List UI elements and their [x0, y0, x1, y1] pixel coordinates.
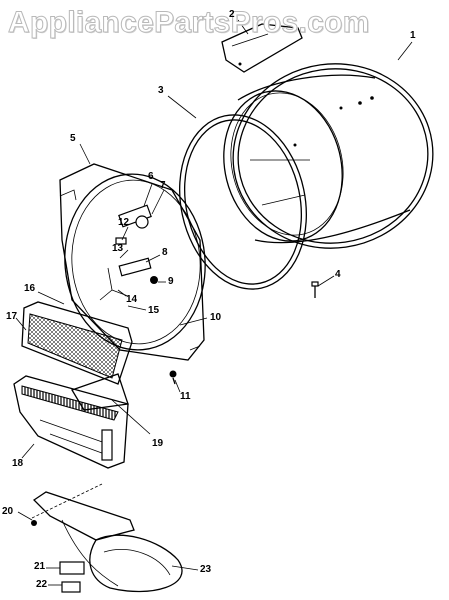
callout-11: 11 [180, 391, 191, 402]
callout-2: 2 [229, 9, 235, 20]
exhaust-duct-part [32, 491, 183, 593]
callout-7: 7 [160, 180, 166, 191]
callout-4: 4 [335, 269, 341, 280]
callout-16: 16 [24, 283, 36, 294]
callout-6: 6 [148, 171, 154, 182]
callout-20: 20 [2, 506, 14, 517]
fastener-part [169, 370, 177, 385]
screw-20-part [31, 520, 37, 526]
callout-12: 12 [118, 217, 130, 228]
drum-part [223, 63, 434, 249]
callout-8: 8 [162, 247, 168, 258]
callout-17: 17 [6, 311, 18, 322]
lint-duct-part [13, 375, 129, 469]
baffle-part [221, 23, 303, 73]
callout-5: 5 [70, 133, 76, 144]
callout-3: 3 [158, 85, 164, 96]
callout-18: 18 [12, 458, 24, 469]
callout-19: 19 [152, 438, 164, 449]
lint-grille-part [21, 301, 133, 385]
front-bulkhead-part [59, 163, 206, 361]
callout-15: 15 [148, 305, 160, 316]
drum-seal-part [179, 114, 307, 290]
leader-lines [15, 19, 413, 586]
callout-1: 1 [410, 30, 416, 41]
callout-9: 9 [168, 276, 174, 287]
small-components [99, 204, 158, 301]
screw-part [311, 281, 319, 298]
label-parts [59, 561, 85, 593]
callout-22: 22 [36, 579, 48, 590]
callout-21: 21 [34, 561, 46, 572]
callout-14: 14 [126, 294, 138, 305]
callout-10: 10 [210, 312, 222, 323]
callout-13: 13 [112, 243, 124, 254]
callout-23: 23 [200, 564, 212, 575]
site-watermark: AppliancePartsPros.com [8, 6, 370, 40]
